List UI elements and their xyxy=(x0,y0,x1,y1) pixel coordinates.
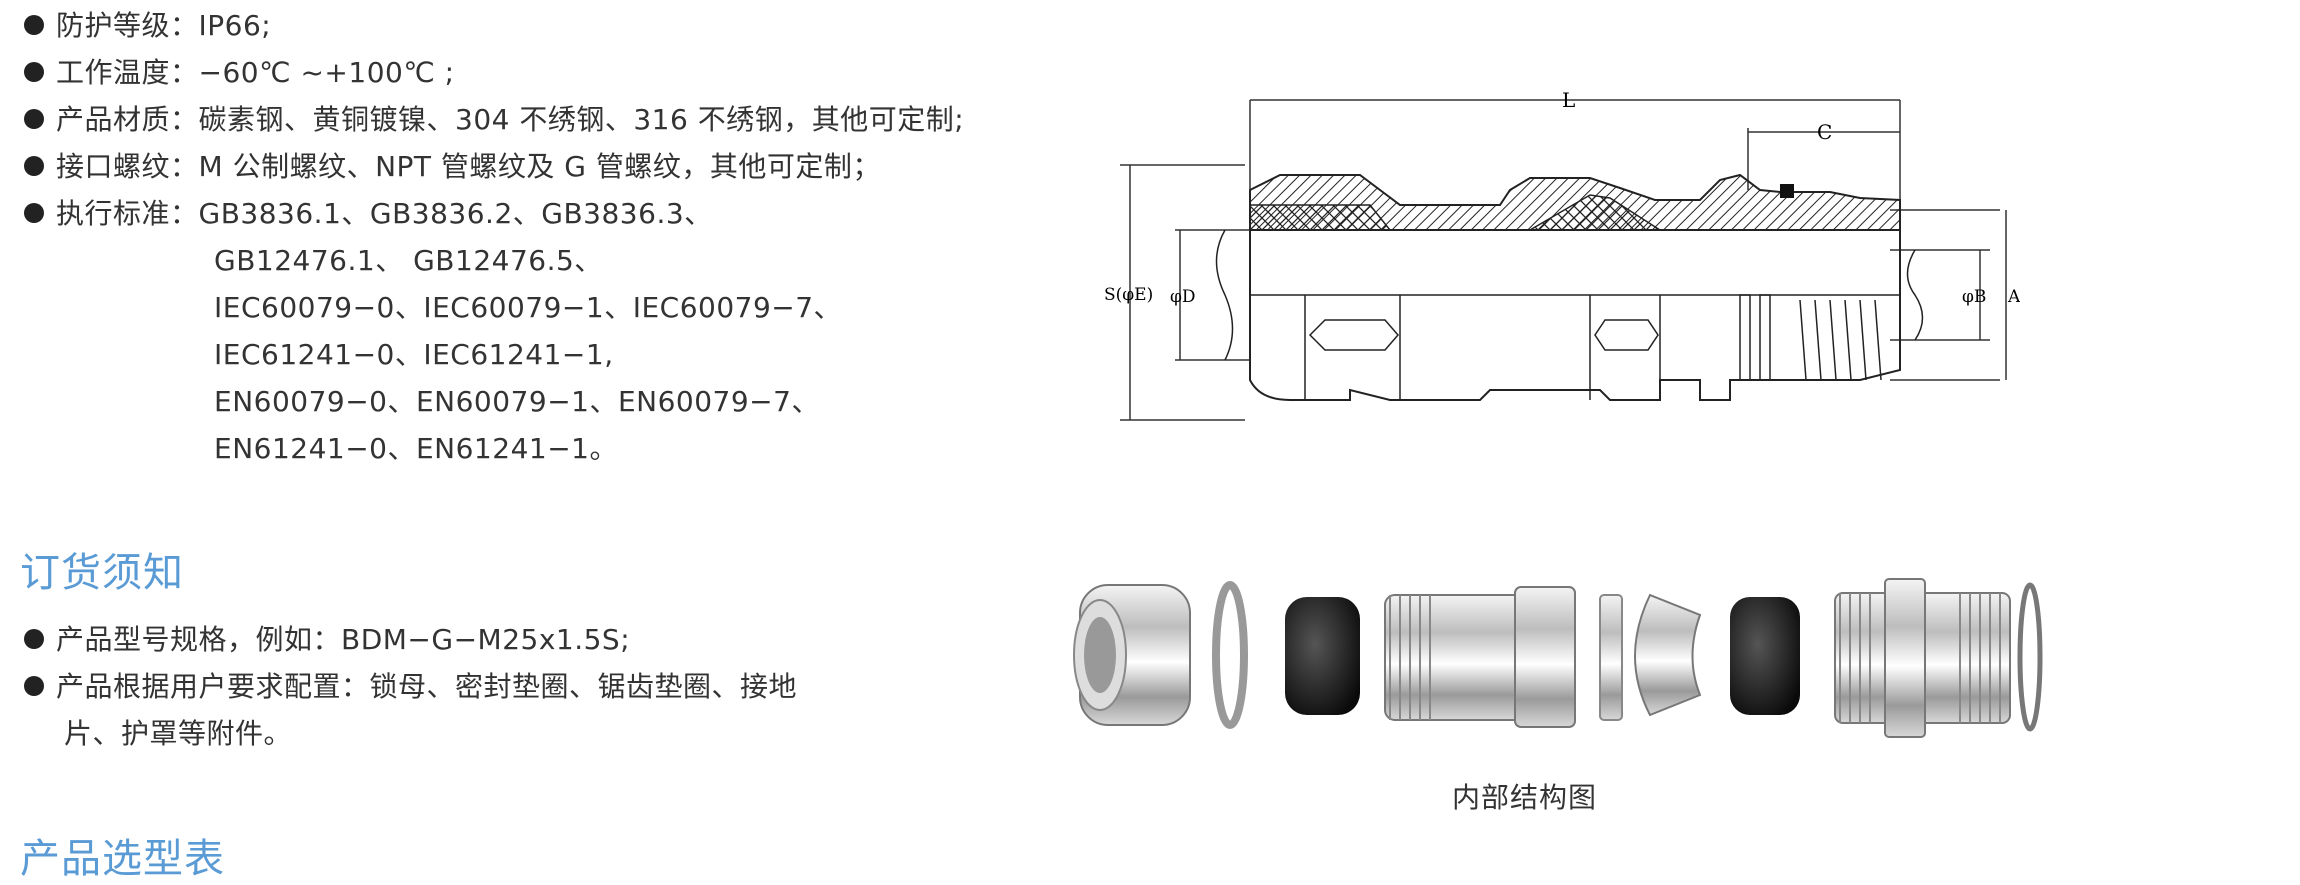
lower-body-outline xyxy=(1249,230,1901,401)
standards-line: IEC61241−0、IEC61241−1, xyxy=(214,338,614,371)
spec-item-thread: 接口螺纹：M 公制螺纹、NPT 管螺纹及 G 管螺纹，其他可定制； xyxy=(0,143,1050,190)
dim-label-D: φD xyxy=(1170,287,1196,307)
ordering-item-continued: 片、护罩等附件。 xyxy=(64,717,293,750)
spec-label: 产品材质： xyxy=(56,103,199,136)
body-part xyxy=(1384,586,1576,728)
dim-label-A: A xyxy=(2007,287,2020,307)
o-ring xyxy=(1780,184,1794,198)
spec-item-material: 产品材质：碳素钢、黄铜镀镍、304 不绣钢、316 不绣钢，其他可定制; xyxy=(0,96,1050,143)
inner-seal-part xyxy=(1730,597,1800,715)
seal-right-crosshatch xyxy=(1527,194,1663,231)
ordering-heading: 订货须知 xyxy=(20,550,184,596)
spec-label: 接口螺纹： xyxy=(56,150,199,183)
spec-value: 碳素钢、黄铜镀镍、304 不绣钢、316 不绣钢，其他可定制; xyxy=(198,103,965,136)
hex-nut-left xyxy=(1308,319,1399,351)
lock-washer xyxy=(1739,294,1771,381)
spec-item-temperature: 工作温度：−60℃ ~+100℃ ; xyxy=(0,49,1050,96)
standards-line: GB12476.1、 GB12476.5、 xyxy=(214,244,603,277)
thread-lines xyxy=(1799,299,1882,381)
hex-nut-right xyxy=(1594,319,1659,351)
dim-label-C: C xyxy=(1817,120,1832,144)
selection-heading: 产品选型表 xyxy=(20,836,225,882)
spec-value: −60℃ ~+100℃ ; xyxy=(198,56,455,89)
spec-label: 工作温度： xyxy=(56,56,199,89)
seal-washer-part xyxy=(1212,581,1248,729)
bullet-icon xyxy=(24,109,44,129)
cross-section-diagram: L C S(φE) φD φB A xyxy=(1104,88,2020,421)
spec-item-standard: 执行标准：GB3836.1、GB3836.2、GB3836.3、 xyxy=(0,190,1050,237)
rubber-seal-part xyxy=(1285,597,1360,715)
ring-part xyxy=(1599,594,1623,721)
bullet-icon xyxy=(24,629,44,649)
spec-value: GB3836.1、GB3836.2、GB3836.3、 xyxy=(198,197,713,230)
cable-break-right xyxy=(1906,249,1924,341)
cone-ring-part xyxy=(1634,593,1702,717)
bullet-icon xyxy=(24,62,44,82)
standards-line: EN61241−0、EN61241−1。 xyxy=(214,432,618,465)
standards-line: EN60079−0、EN60079−1、EN60079−7、 xyxy=(214,385,820,418)
dim-label-L: L xyxy=(1562,88,1575,112)
spec-label: 防护等级： xyxy=(56,9,199,42)
entry-body-part xyxy=(1834,578,2011,738)
dim-label-B: φB xyxy=(1962,287,1986,307)
bullet-icon xyxy=(24,156,44,176)
exploded-parts-illustration xyxy=(1073,578,2043,738)
bullet-icon xyxy=(24,203,44,223)
ordering-item: 产品根据用户要求配置：锁母、密封垫圈、锯齿垫圈、接地 xyxy=(0,663,1000,710)
spec-label: 执行标准： xyxy=(56,197,199,230)
bullet-icon xyxy=(24,15,44,35)
cable-break-left xyxy=(1215,229,1234,361)
upper-section-hatched xyxy=(1249,173,1901,231)
spec-value: M 公制螺纹、NPT 管螺纹及 G 管螺纹，其他可定制； xyxy=(198,150,881,183)
lock-nut-part xyxy=(1073,584,1191,726)
photo-caption: 内部结构图 xyxy=(1452,781,1598,814)
bullet-icon xyxy=(24,676,44,696)
ordering-item: 产品型号规格，例如：BDM−G−M25x1.5S; xyxy=(0,616,1000,663)
seal-left-crosshatch xyxy=(1249,204,1392,231)
spec-value: IP66; xyxy=(198,9,272,42)
dim-label-S: S(φE) xyxy=(1104,285,1153,305)
spec-item-protection: 防护等级：IP66; xyxy=(0,2,1050,49)
o-ring-part xyxy=(2017,582,2043,732)
standards-line: IEC60079−0、IEC60079−1、IEC60079−7、 xyxy=(214,291,843,324)
